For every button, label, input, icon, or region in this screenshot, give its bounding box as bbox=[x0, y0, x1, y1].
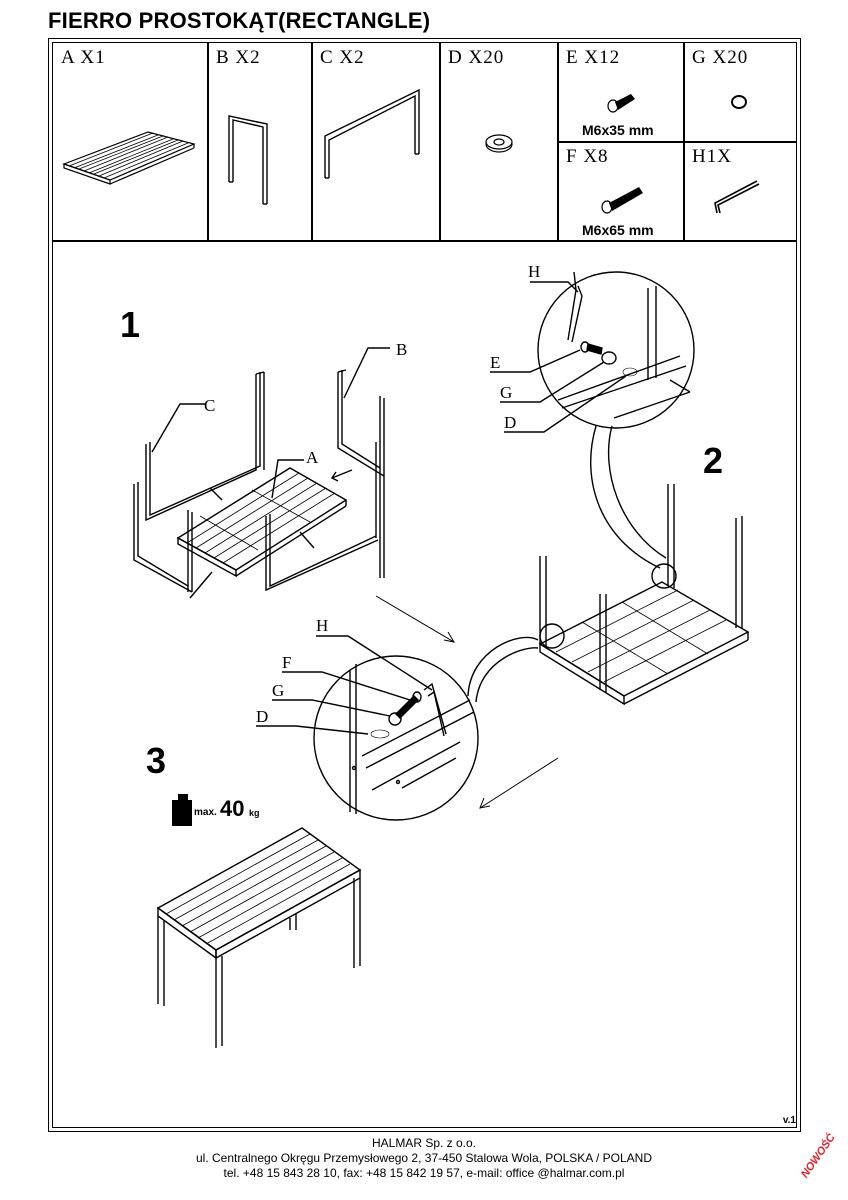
max-load-value: 40 bbox=[220, 796, 245, 821]
part-cell-d: D X20 bbox=[439, 42, 557, 240]
max-load-unit: kg bbox=[249, 808, 260, 818]
part-label-e: E X12 bbox=[566, 47, 621, 68]
table-bottom-line bbox=[52, 240, 797, 242]
part-label-a: A X1 bbox=[61, 47, 106, 68]
parts-table: A X1 B X2 bbox=[52, 42, 797, 242]
table-divider bbox=[439, 42, 441, 241]
washer-illustration bbox=[485, 134, 513, 153]
callout-d-step3: D bbox=[256, 707, 269, 726]
version-label: v.1 bbox=[782, 1115, 796, 1126]
footer-address: ul. Centralnego Okręgu Przemysłowego 2, … bbox=[195, 1151, 652, 1165]
outer-frame bbox=[48, 38, 801, 1132]
step-3-number: 3 bbox=[146, 740, 167, 781]
bolt-long-icon bbox=[601, 187, 643, 214]
step-2-number: 2 bbox=[703, 440, 724, 481]
part-cell-g: G X20 bbox=[683, 42, 797, 141]
callout-h-step3: H bbox=[316, 616, 329, 635]
weight-icon bbox=[172, 794, 192, 826]
part-size-e: M6x35 mm bbox=[582, 122, 654, 138]
part-label-b: B X2 bbox=[216, 47, 261, 68]
callout-h-step2: H bbox=[528, 262, 541, 281]
callout-a-step1: A bbox=[306, 448, 319, 467]
part-label-c: C X2 bbox=[320, 47, 365, 68]
callout-c-step1: C bbox=[204, 396, 216, 415]
table-divider bbox=[557, 141, 797, 143]
part-label-g: G X20 bbox=[692, 47, 749, 68]
part-label-h: H1X bbox=[692, 146, 732, 167]
callout-f-step3: F bbox=[282, 653, 292, 672]
callout-g-step3: G bbox=[272, 681, 285, 700]
callout-b-step1: B bbox=[396, 340, 408, 359]
part-label-d: D X20 bbox=[448, 47, 505, 68]
table-divider bbox=[311, 42, 313, 241]
step-1-number: 1 bbox=[120, 304, 141, 345]
side-frame-b-illustration bbox=[228, 115, 268, 205]
bolt-short-icon bbox=[607, 94, 635, 113]
part-cell-h: H1X bbox=[683, 141, 797, 240]
footer-contact: tel. +48 15 843 28 10, fax: +48 15 842 1… bbox=[223, 1166, 625, 1180]
allen-key-icon bbox=[714, 180, 760, 214]
callout-d-step2: D bbox=[504, 413, 517, 432]
side-frame-c-illustration bbox=[324, 88, 420, 179]
part-cell-b: B X2 bbox=[207, 42, 311, 240]
part-cell-a: A X1 bbox=[52, 42, 207, 240]
part-cell-e: E X12 M6x35 mm bbox=[557, 42, 683, 141]
callout-g-step2: G bbox=[500, 383, 513, 402]
callout-e-step2: E bbox=[490, 353, 501, 372]
ring-washer-icon bbox=[731, 95, 747, 109]
part-size-f: M6x65 mm bbox=[582, 222, 654, 238]
inner-frame bbox=[52, 42, 797, 1128]
document-title: FIERRO PROSTOKĄT(RECTANGLE) bbox=[48, 8, 431, 33]
footer-company: HALMAR Sp. z o.o. bbox=[371, 1136, 477, 1150]
part-cell-c: C X2 bbox=[311, 42, 439, 240]
table-divider bbox=[207, 42, 209, 241]
part-cell-f: F X8 M6x65 mm bbox=[557, 141, 683, 240]
tabletop-part-illustration bbox=[62, 131, 196, 185]
part-label-f: F X8 bbox=[566, 146, 609, 167]
max-load-prefix: max. bbox=[194, 807, 217, 818]
